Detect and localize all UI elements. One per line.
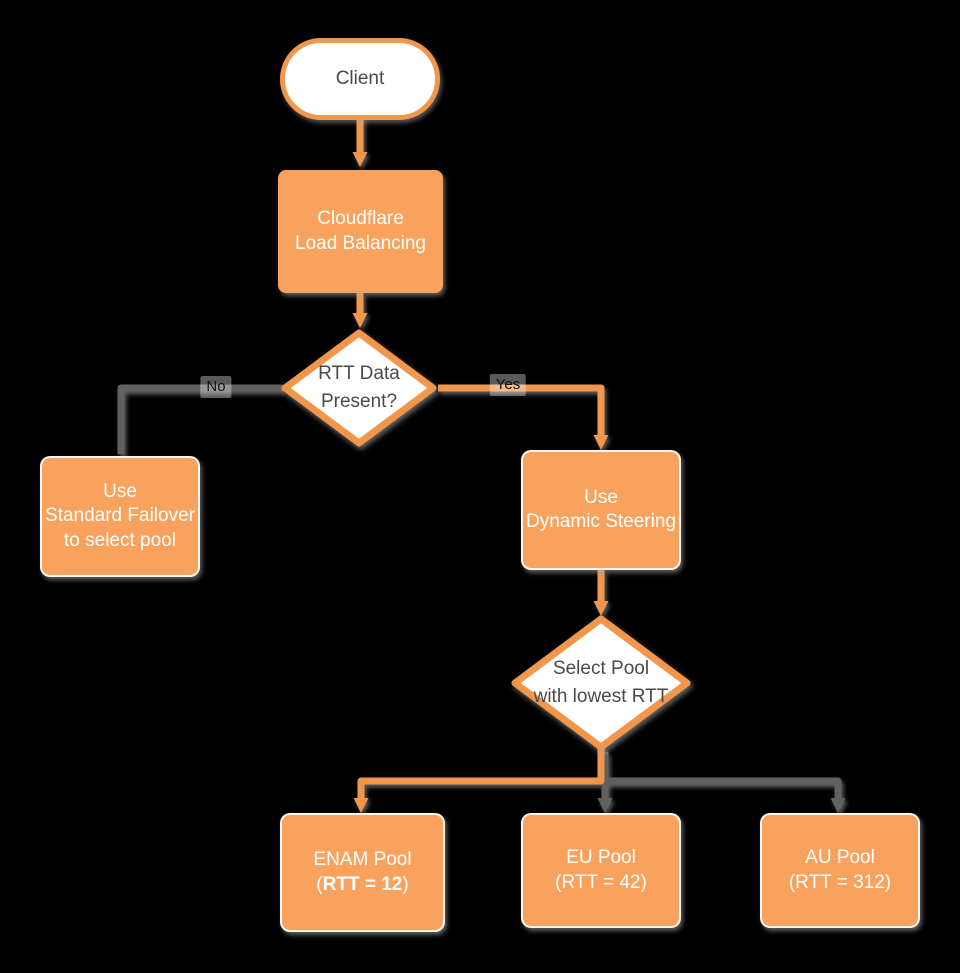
node-label: Use	[584, 486, 618, 508]
node-label: Client	[335, 68, 385, 89]
rtt-decision-diamond: RTT Data Present?	[280, 328, 438, 448]
node-label: AU Pool	[805, 847, 875, 869]
edge-no-to-standard-failover	[117, 384, 283, 454]
diamond-label: RTT Data Present?	[280, 328, 438, 448]
node-label: ENAM Pool	[313, 849, 412, 871]
node-label: to select pool	[64, 529, 176, 551]
arrowhead-icon	[593, 601, 609, 616]
eu-pool-node: EU Pool (RTT = 42)	[521, 813, 681, 928]
client-node: Client	[280, 38, 440, 120]
au-pool-node: AU Pool (RTT = 312)	[760, 813, 920, 928]
node-label: (RTT = 12)	[316, 873, 408, 897]
arrowhead-icon	[352, 313, 368, 328]
node-label: Select Pool	[552, 658, 650, 680]
node-label: Load Balancing	[295, 232, 426, 254]
no-edge-label: No	[200, 376, 232, 398]
node-label: Dynamic Steering	[526, 511, 676, 532]
load-balancing-node: Cloudflare Load Balancing	[278, 170, 443, 293]
node-label: Use	[103, 481, 137, 503]
dynamic-steering-node: Use Dynamic Steering	[521, 450, 681, 570]
paren-close: )	[402, 873, 409, 895]
arrowhead-icon	[352, 152, 368, 167]
edge-select-pool-to-enam-pool	[357, 745, 605, 798]
node-label: (RTT = 312)	[788, 871, 892, 893]
arrowhead-icon	[597, 798, 613, 813]
diamond-shape	[281, 329, 437, 447]
paren-open: (	[316, 873, 323, 895]
node-label: Standard Failover	[45, 505, 195, 527]
node-label: with lowest RTT	[533, 686, 669, 707]
enam-pool-node: ENAM Pool (RTT = 12)	[280, 813, 445, 932]
yes-edge-label: Yes	[489, 374, 527, 396]
diamond-label: Select Pool with lowest RTT	[509, 613, 693, 753]
edge-yes-to-dynamic-steering	[438, 384, 605, 435]
node-label: (RTT = 42)	[555, 871, 647, 893]
node-label: Present?	[320, 391, 398, 412]
edge-junction-to-au-pool	[605, 777, 842, 798]
node-label: EU Pool	[566, 847, 636, 869]
arrowhead-icon	[353, 798, 369, 813]
node-label: Cloudflare	[317, 208, 404, 230]
rtt-value-bold: RTT = 12	[322, 873, 403, 895]
arrowhead-icon	[830, 798, 846, 813]
standard-failover-node: Use Standard Failover to select pool	[40, 456, 200, 577]
diamond-shape	[511, 615, 691, 751]
select-pool-diamond: Select Pool with lowest RTT	[509, 613, 693, 753]
arrowhead-icon	[593, 435, 609, 450]
node-label: RTT Data	[318, 363, 400, 385]
